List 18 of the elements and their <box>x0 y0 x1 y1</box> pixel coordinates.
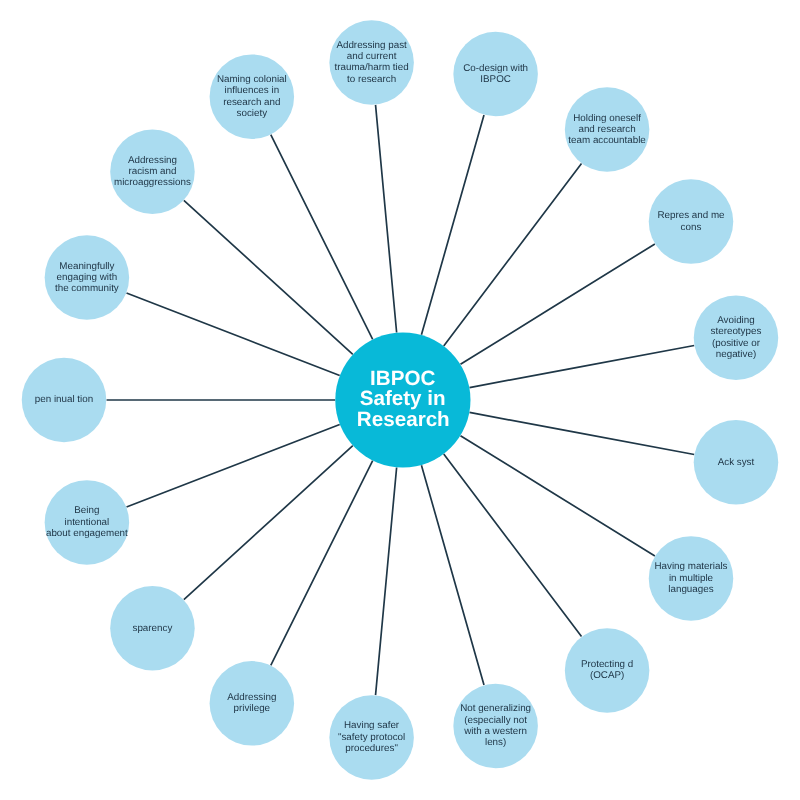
connector <box>442 453 583 638</box>
connector <box>459 434 656 557</box>
connector <box>269 133 374 341</box>
connector <box>442 162 583 347</box>
connector <box>269 459 374 667</box>
connector <box>374 466 398 696</box>
connector <box>125 292 341 377</box>
node-circle: IBPOC Safety in Research <box>335 332 471 468</box>
connector <box>468 411 696 456</box>
connector <box>105 399 336 401</box>
connector <box>374 104 398 334</box>
connector <box>125 423 341 508</box>
connector <box>459 243 656 366</box>
connector <box>183 199 354 356</box>
connector <box>420 114 485 336</box>
connector <box>468 344 696 389</box>
connector <box>183 444 354 601</box>
connector <box>420 464 485 686</box>
